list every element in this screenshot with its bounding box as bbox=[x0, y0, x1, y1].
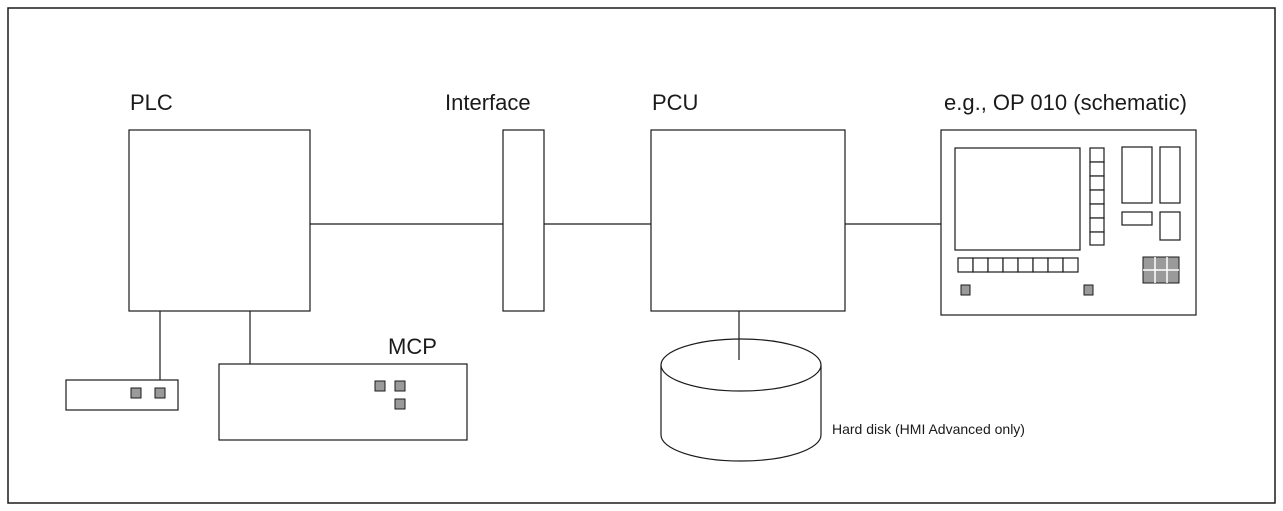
mcp-button-icon bbox=[394, 398, 406, 410]
op-key-block bbox=[1121, 146, 1153, 204]
small-device-button-icon bbox=[154, 387, 166, 399]
mcp-label: MCP bbox=[388, 334, 437, 359]
op-key-block bbox=[1159, 146, 1181, 204]
mcp-button-icon bbox=[374, 380, 386, 392]
op-screen bbox=[954, 147, 1081, 251]
op-key-block bbox=[1159, 211, 1181, 241]
pcu-label: PCU bbox=[652, 90, 698, 115]
mcp-button-icon bbox=[394, 380, 406, 392]
op-button-icon bbox=[960, 284, 971, 296]
op-label: e.g., OP 010 (schematic) bbox=[944, 90, 1187, 115]
hard-disk-cylinder-icon bbox=[660, 338, 822, 462]
op-panel bbox=[940, 129, 1197, 316]
hard-disk-label: Hard disk (HMI Advanced only) bbox=[832, 421, 1025, 437]
plc-box bbox=[128, 129, 311, 312]
mcp-box bbox=[218, 363, 468, 441]
interface-label: Interface bbox=[445, 90, 531, 115]
op-vertical-softkeys bbox=[1089, 147, 1105, 246]
small-device-button-icon bbox=[130, 387, 142, 399]
pcu-box bbox=[650, 129, 846, 312]
op-key-block bbox=[1121, 211, 1153, 226]
op-horizontal-softkeys bbox=[957, 257, 1079, 273]
op-button-icon bbox=[1083, 284, 1094, 296]
plc-label: PLC bbox=[130, 90, 173, 115]
interface-box bbox=[502, 129, 545, 312]
op-keypad-icon bbox=[1142, 256, 1180, 284]
diagram-frame bbox=[7, 7, 1276, 504]
